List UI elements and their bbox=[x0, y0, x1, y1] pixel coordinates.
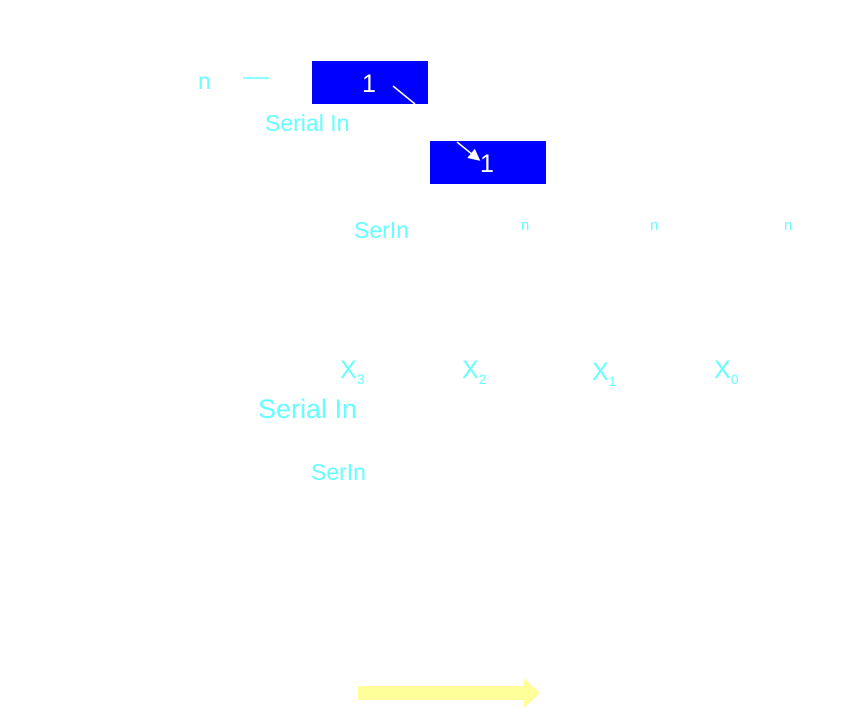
n-small-3: n bbox=[784, 217, 793, 234]
box-2-value: 1 bbox=[480, 150, 494, 178]
bit-x0-index: 0 bbox=[730, 371, 739, 387]
serial-in-label-top: Serial In bbox=[265, 110, 350, 136]
n-label: n bbox=[198, 68, 211, 94]
bit-x3-index: 3 bbox=[356, 371, 365, 387]
bit-x1-letter: X bbox=[592, 358, 609, 386]
bit-x2-index: 2 bbox=[478, 371, 487, 387]
register-box-1: 1 bbox=[312, 61, 428, 104]
serial-in-label-bottom: Serial In bbox=[258, 394, 358, 424]
bit-x2-letter: X bbox=[462, 356, 479, 384]
serin-label-bottom: SerIn bbox=[311, 459, 366, 485]
box-1-value: 1 bbox=[362, 70, 376, 98]
bit-x0-letter: X bbox=[714, 356, 731, 384]
bit-x3: X3 bbox=[340, 356, 365, 387]
bit-x2: X2 bbox=[462, 356, 487, 387]
right-arrow-icon bbox=[358, 678, 540, 708]
bit-x0: X0 bbox=[714, 356, 739, 387]
bit-x1: X1 bbox=[592, 358, 617, 389]
serin-label-top: SerIn bbox=[354, 217, 409, 243]
register-box-2: 1 bbox=[430, 141, 546, 184]
n-small-2: n bbox=[650, 217, 659, 234]
bit-x1-index: 1 bbox=[608, 373, 617, 389]
bit-x3-letter: X bbox=[340, 356, 357, 384]
n-small-1: n bbox=[521, 217, 530, 234]
